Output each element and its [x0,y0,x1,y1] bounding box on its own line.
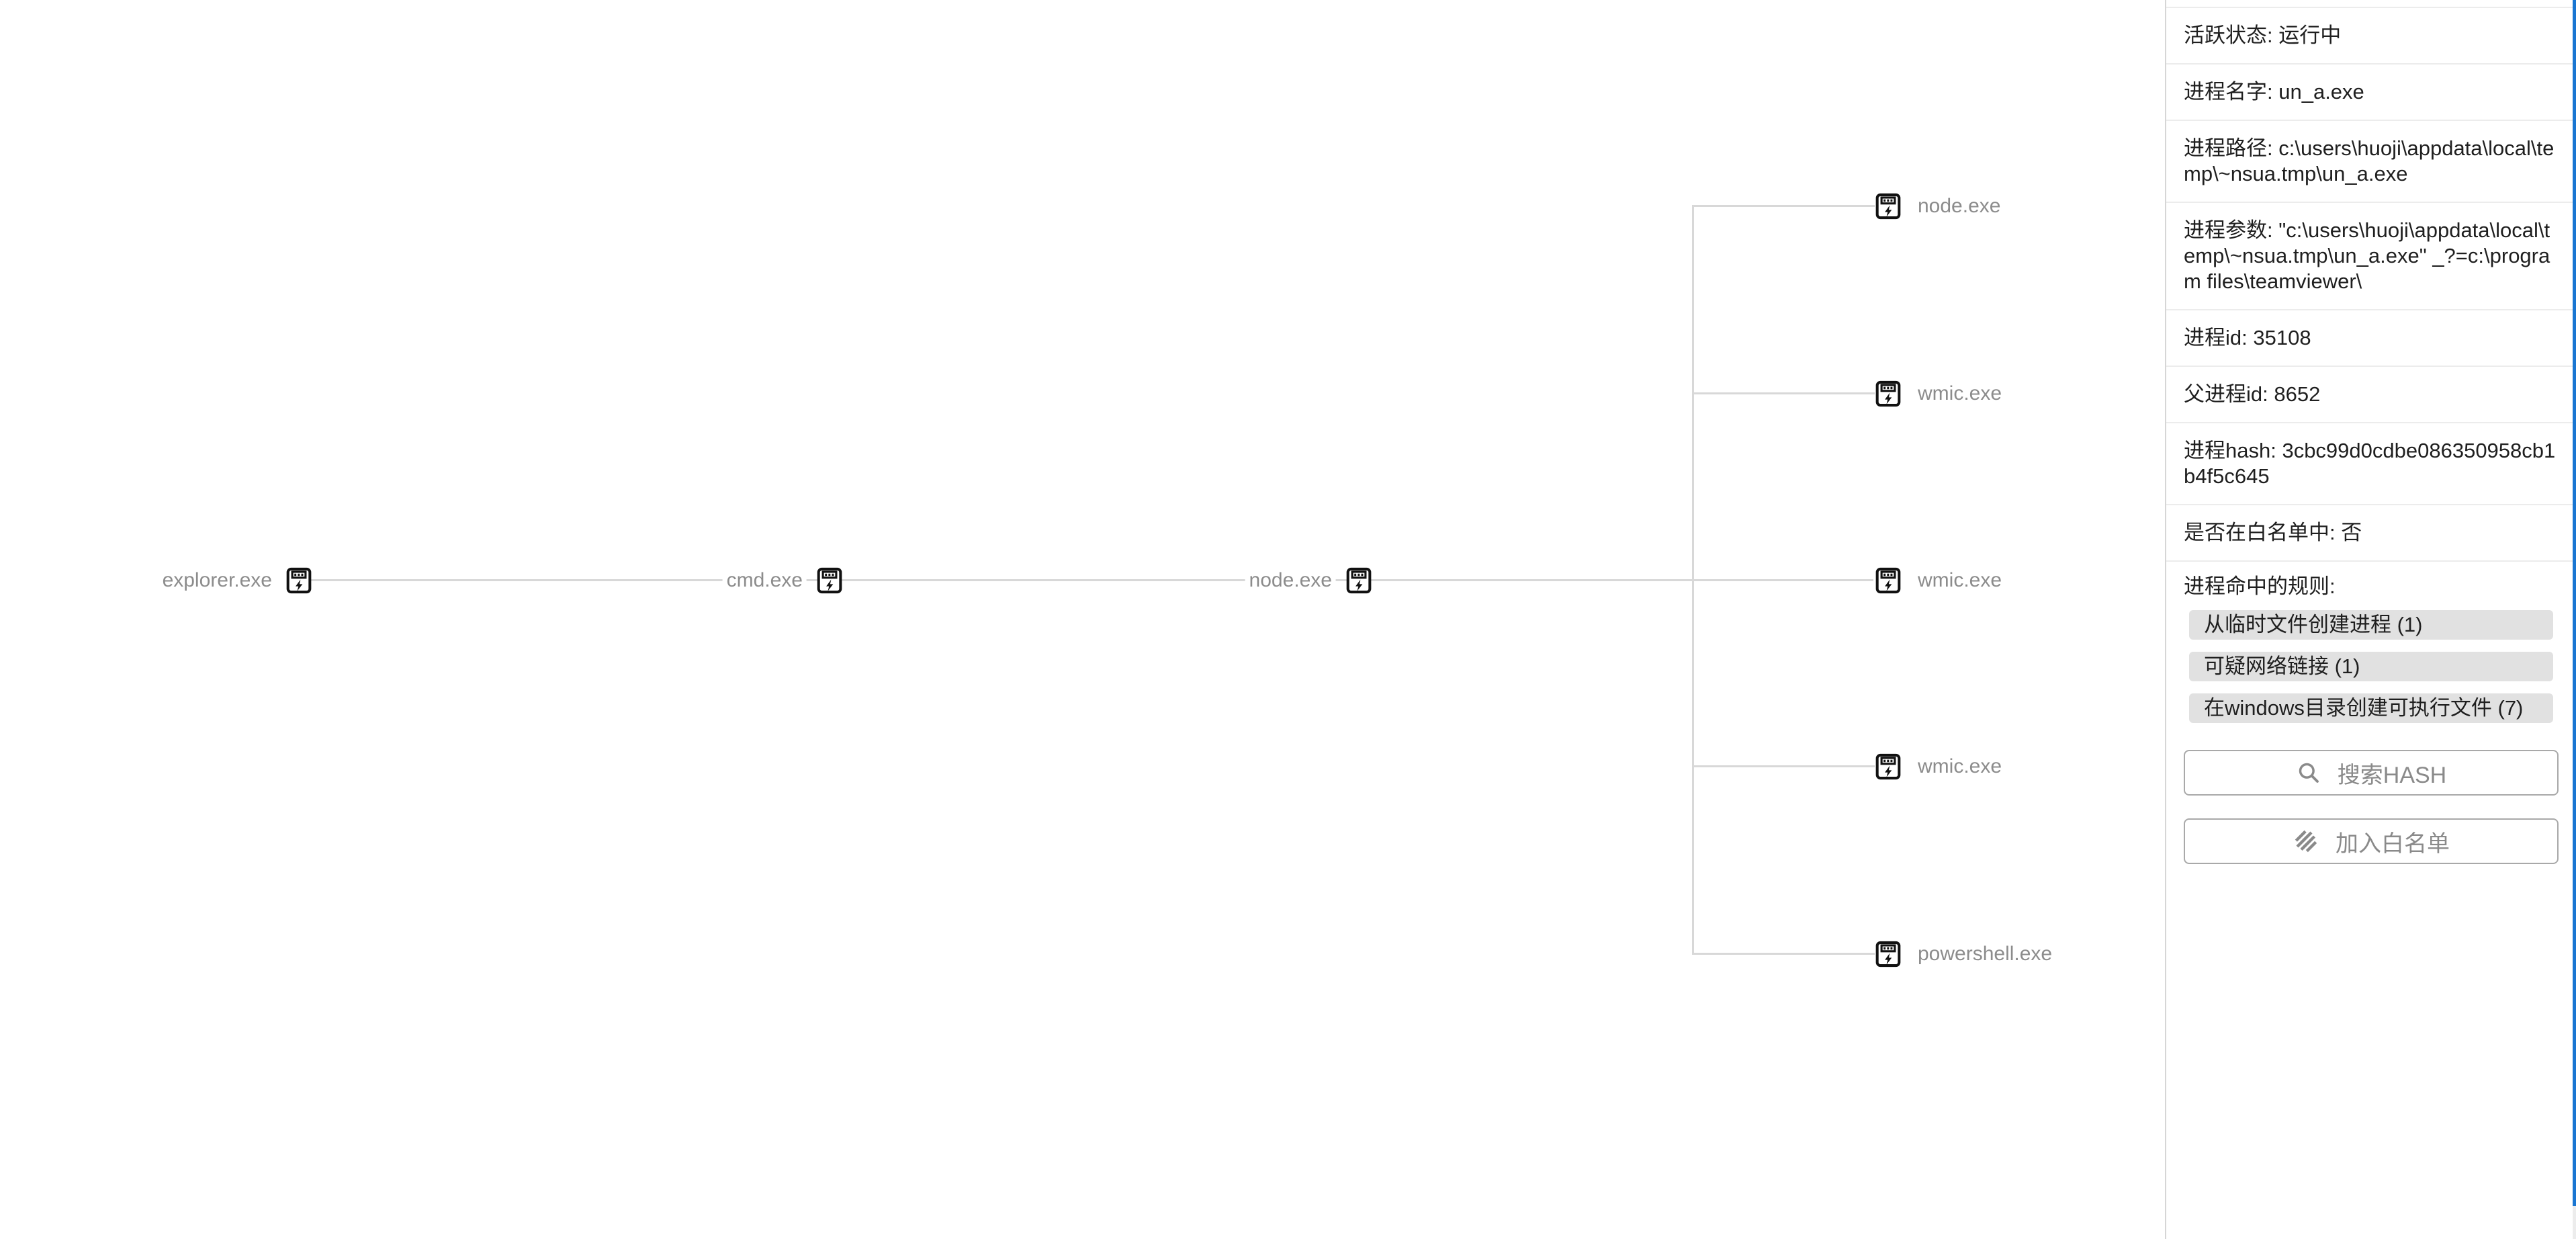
process-label-leaf-wmic-2: wmic.exe [1914,569,2006,592]
process-label-node-parent: node.exe [1245,569,1336,592]
process-label-cmd: cmd.exe [722,569,807,592]
process-node-leaf-wmic-1[interactable] [1873,379,1903,409]
scrollbar-thumb[interactable] [2573,0,2576,1206]
tree-connector-stub-5 [1692,953,1875,955]
process-node-cmd[interactable] [815,566,844,595]
process-node-leaf-powershell[interactable] [1873,939,1903,969]
process-label-leaf-wmic-1: wmic.exe [1914,382,2006,405]
process-chip-icon [1875,380,1901,407]
tree-connector-stub-1 [1692,205,1875,207]
add-whitelist-button-label: 加入白名单 [2336,830,2450,857]
process-chip-icon [286,567,312,594]
rule-chip-temp-file-process[interactable]: 从临时文件创建进程 (1) [2189,610,2553,640]
tree-connector-main [299,579,1873,581]
process-label-explorer: explorer.exe [158,569,276,592]
process-chip-icon [1875,753,1901,780]
process-node-explorer[interactable] [284,566,314,595]
detail-row-in-whitelist: 是否在白名单中: 否 [2166,505,2576,562]
process-label-leaf-powershell: powershell.exe [1914,943,2057,966]
process-chip-icon [817,567,842,594]
add-whitelist-button[interactable]: 加入白名单 [2184,818,2559,864]
process-tree-canvas: explorer.exe cmd.exe node.exe [158,191,2057,969]
process-node-leaf-wmic-3[interactable] [1873,752,1903,781]
search-hash-button-label: 搜索HASH [2337,762,2447,788]
process-chip-icon [1875,567,1901,594]
process-label-leaf-wmic-3: wmic.exe [1914,755,2006,778]
process-node-leaf-node[interactable] [1873,191,1903,221]
search-icon [2299,763,2319,783]
process-chip-icon [1346,567,1372,594]
detail-row-process-id: 进程id: 35108 [2166,310,2576,367]
detail-row-process-name: 进程名字: un_a.exe [2166,65,2576,121]
search-hash-button[interactable]: 搜索HASH [2184,750,2559,796]
rule-chip-windows-dir-executable[interactable]: 在windows目录创建可执行文件 (7) [2189,693,2553,723]
process-label-leaf-node: node.exe [1914,195,2005,218]
tree-connector-stub-4 [1692,765,1875,767]
stripes-icon [2295,830,2317,853]
detail-rows: 活跃状态: 运行中 进程名字: un_a.exe 进程路径: c:\users\… [2166,7,2576,562]
rules-label: 进程命中的规则: [2184,574,2336,598]
process-node-node-parent[interactable] [1344,566,1374,595]
details-panel: 活跃状态: 运行中 进程名字: un_a.exe 进程路径: c:\users\… [2165,0,2576,1239]
process-chip-icon [1875,941,1901,968]
rules-section: 进程命中的规则: 从临时文件创建进程 (1) 可疑网络链接 (1) 在windo… [2166,562,2576,723]
detail-row-process-path: 进程路径: c:\users\huoji\appdata\local\temp\… [2166,121,2576,203]
tree-connector-stub-2 [1692,392,1875,394]
process-chip-icon [1875,193,1901,220]
tree-connector-trunk [1692,205,1694,955]
detail-row-process-args: 进程参数: "c:\users\huoji\appdata\local\temp… [2166,203,2576,310]
rule-chip-suspicious-network[interactable]: 可疑网络链接 (1) [2189,652,2553,681]
detail-row-parent-process-id: 父进程id: 8652 [2166,367,2576,423]
detail-row-process-hash: 进程hash: 3cbc99d0cdbe086350958cb1b4f5c645 [2166,423,2576,505]
panel-actions: 搜索HASH 加入白名单 [2166,735,2576,864]
detail-row-active-state: 活跃状态: 运行中 [2166,8,2576,65]
process-node-leaf-wmic-2[interactable] [1873,566,1903,595]
